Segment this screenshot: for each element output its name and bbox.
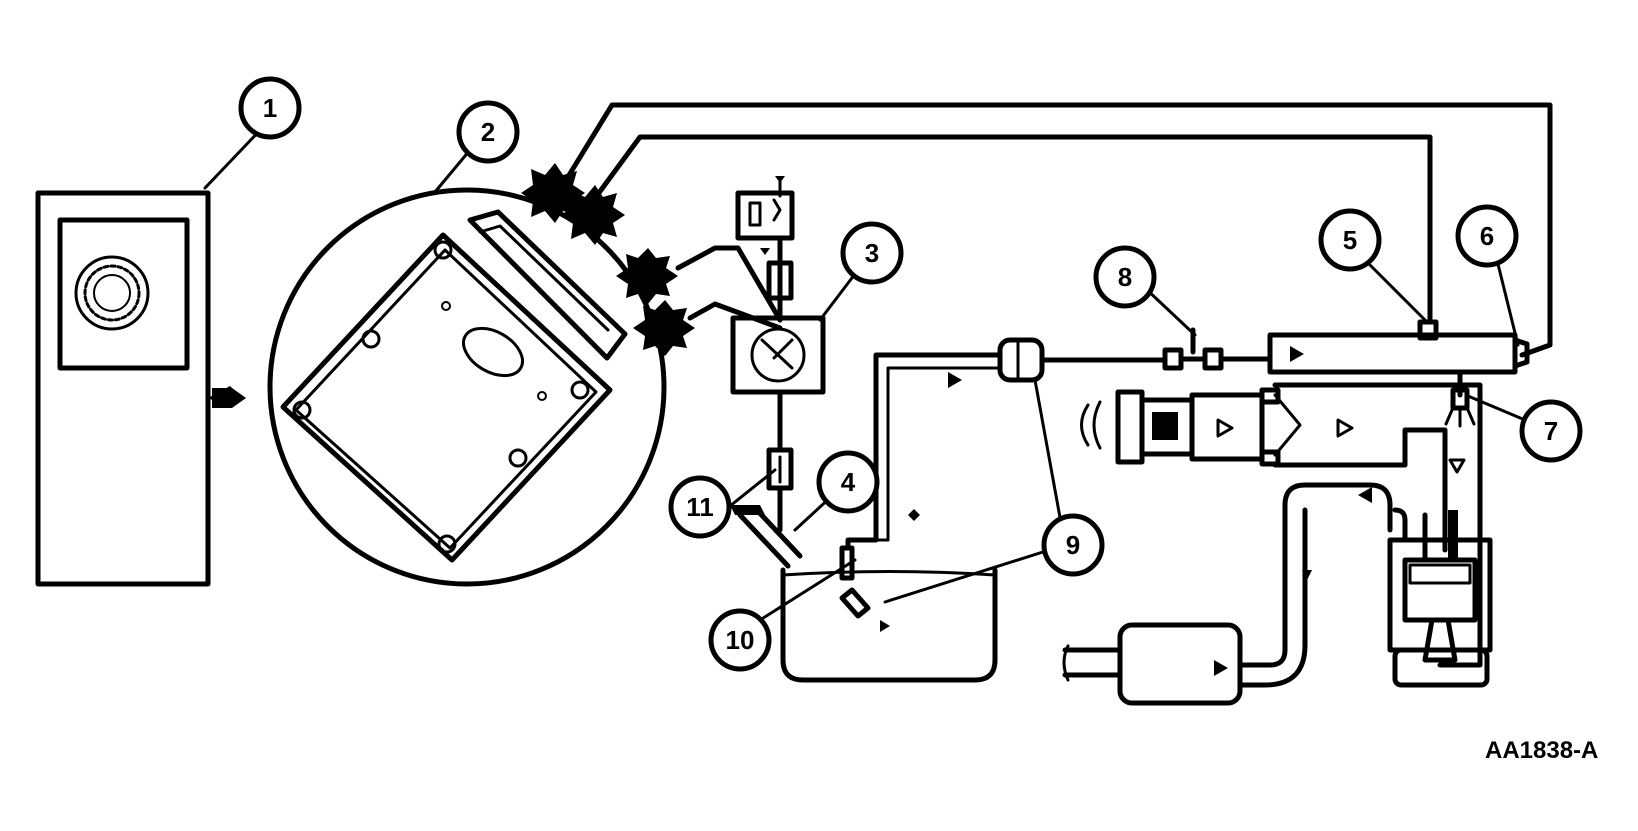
pressure-test-port <box>1162 327 1273 371</box>
callout-11-label: 11 <box>686 492 714 522</box>
callout-5: 5 <box>1318 208 1382 272</box>
callout-6-label: 6 <box>1480 221 1494 251</box>
callout-3: 3 <box>840 221 904 285</box>
callout-8-label: 8 <box>1118 262 1132 292</box>
callout-11: 11 <box>668 475 732 539</box>
diagnostic-tool <box>35 190 246 587</box>
callout-9-label: 9 <box>1066 530 1080 560</box>
callout-10: 10 <box>708 608 772 672</box>
callout-7: 7 <box>1519 399 1583 463</box>
callout-1: 1 <box>238 76 302 140</box>
sensor-wiring <box>521 102 1553 358</box>
fuel-rail <box>1267 319 1530 428</box>
callout-1-label: 1 <box>263 93 277 123</box>
fuel-pump-relay <box>730 176 826 533</box>
fuel-filter <box>997 337 1168 383</box>
callout-2: 2 <box>456 100 520 164</box>
callout-2-label: 2 <box>481 117 495 147</box>
figure-code: AA1838-A <box>1485 737 1598 764</box>
callout-3-label: 3 <box>865 238 879 268</box>
callout-10-label: 10 <box>726 625 755 655</box>
callout-4: 4 <box>816 450 880 514</box>
callout-5-label: 5 <box>1343 225 1357 255</box>
callout-7-label: 7 <box>1544 416 1558 446</box>
callout-8: 8 <box>1093 245 1157 309</box>
fuel-tank <box>730 352 1003 683</box>
callout-6: 6 <box>1455 204 1519 268</box>
engine-cylinder <box>1387 510 1493 688</box>
callout-4-label: 4 <box>841 467 856 497</box>
pcm-module <box>267 187 667 587</box>
callout-9: 9 <box>1041 513 1105 577</box>
exhaust-system <box>1062 482 1408 706</box>
intake-manifold <box>1080 382 1483 668</box>
